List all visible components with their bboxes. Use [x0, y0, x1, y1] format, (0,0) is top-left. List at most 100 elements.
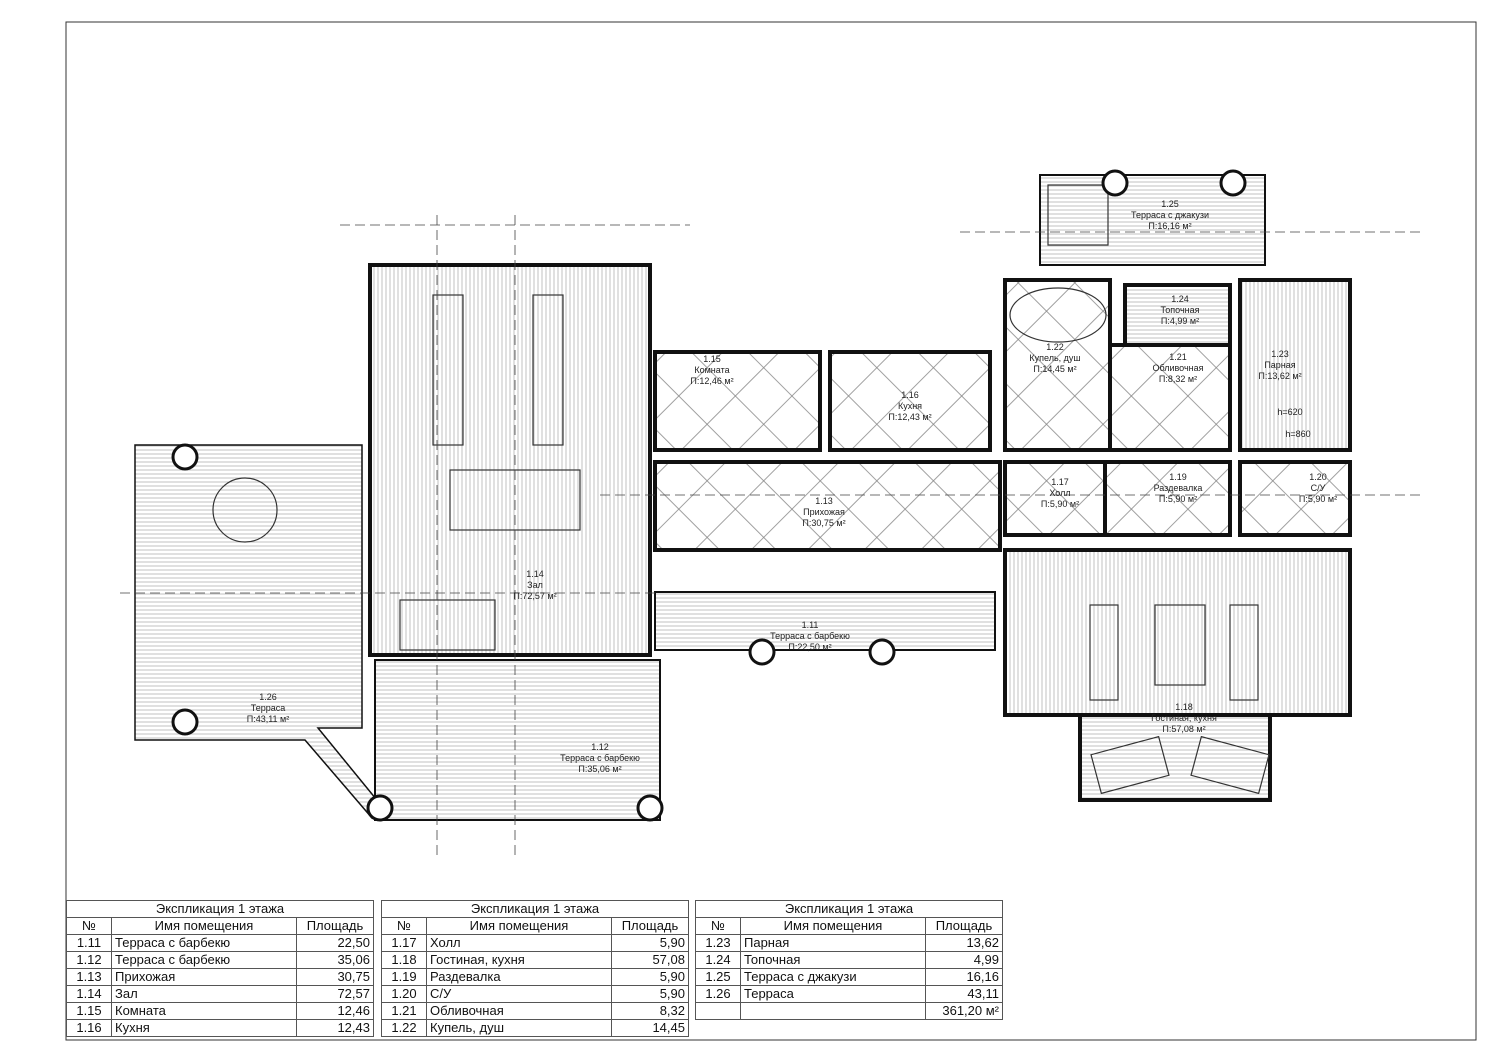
round-table: [212, 477, 278, 543]
bench-height-note: h=620: [1277, 407, 1302, 417]
room-1-15: [653, 350, 822, 452]
room-label-area: П:30,75 м²: [802, 518, 845, 528]
room-label-name: С/У: [1311, 483, 1326, 493]
room-label-name: Терраса с джакузи: [1131, 210, 1209, 220]
room-label-no: 1.19: [1169, 472, 1187, 482]
room-label-area: П:22,50 м²: [788, 642, 831, 652]
room-fills: [134, 174, 1352, 821]
cell: 1.14: [66, 985, 112, 1003]
room-label-area: П:5,90 м²: [1159, 494, 1197, 504]
bbq-grill: [399, 599, 496, 651]
room-label-name: Прихожая: [803, 507, 845, 517]
room-1-11: [654, 591, 996, 651]
column-header: Площадь: [925, 917, 1003, 935]
room-label-name: Терраса с барбекю: [770, 631, 850, 641]
cell: Купель, душ: [426, 1019, 612, 1037]
room-label-name: Раздевалка: [1154, 483, 1203, 493]
room-label-no: 1.12: [591, 742, 609, 752]
room-label-no: 1.16: [901, 390, 919, 400]
room-1-18-bay: [1078, 713, 1272, 802]
room-1-23: [1238, 278, 1352, 452]
room-label-name: Холл: [1049, 488, 1070, 498]
cell: Парная: [740, 934, 926, 952]
cell: 1.26: [695, 985, 741, 1003]
cell: 1.25: [695, 968, 741, 986]
room-label-area: П:35,06 м²: [578, 764, 621, 774]
drawing-frame: [65, 21, 1477, 1041]
room-label-name: Зал: [527, 580, 543, 590]
room-label-area: П:43,11 м²: [247, 714, 290, 724]
room-label-no: 1.17: [1051, 477, 1069, 487]
cell: 1.21: [381, 1002, 427, 1020]
room-label-area: П:8,32 м²: [1159, 374, 1197, 384]
room-label-name: Терраса с барбекю: [560, 753, 640, 763]
cell: С/У: [426, 985, 612, 1003]
cell: Терраса с барбекю: [111, 934, 297, 952]
column-header: Имя помещения: [426, 917, 612, 935]
cell: 1.23: [695, 934, 741, 952]
room-1-19: [1103, 460, 1232, 537]
room-label-no: 1.20: [1309, 472, 1327, 482]
column-header: №: [381, 917, 427, 935]
total-area: 361,20 м²: [925, 1002, 1003, 1020]
lounger: [1090, 735, 1170, 795]
room-label-name: Купель, душ: [1029, 353, 1080, 363]
cell: 35,06: [296, 951, 374, 969]
room-label-area: П:5,90 м²: [1299, 494, 1337, 504]
coffee-table: [1154, 604, 1206, 686]
cell: 5,90: [611, 985, 689, 1003]
room-1-12: [374, 659, 661, 821]
cell: 1.24: [695, 951, 741, 969]
sofa: [1089, 604, 1119, 701]
cell: 1.11: [66, 934, 112, 952]
room-label-no: 1.25: [1161, 199, 1179, 209]
room-label-name: Терраса: [251, 703, 286, 713]
cell: 14,45: [611, 1019, 689, 1037]
room-1-21: [1108, 343, 1232, 452]
room-1-20: [1238, 460, 1352, 537]
lounger: [1190, 735, 1270, 795]
room-label-no: 1.18: [1175, 702, 1193, 712]
room-label-no: 1.22: [1046, 342, 1064, 352]
room-1-13: [653, 460, 1002, 552]
jacuzzi: [1047, 184, 1109, 246]
cell: 43,11: [925, 985, 1003, 1003]
room-label-name: Топочная: [1160, 305, 1199, 315]
cell: Раздевалка: [426, 968, 612, 986]
cell: 1.20: [381, 985, 427, 1003]
cell: Терраса с барбекю: [111, 951, 297, 969]
cell: Обливочная: [426, 1002, 612, 1020]
cell: 12,43: [296, 1019, 374, 1037]
cell: 13,62: [925, 934, 1003, 952]
column-header: №: [66, 917, 112, 935]
cell: Прихожая: [111, 968, 297, 986]
room-label-no: 1.11: [802, 620, 819, 630]
room-label-no: 1.15: [703, 354, 721, 364]
room-label-area: П:12,46 м²: [690, 376, 733, 386]
cell: 5,90: [611, 968, 689, 986]
room-label-area: П:57,08 м²: [1162, 724, 1205, 734]
cell: Кухня: [111, 1019, 297, 1037]
columns: [171, 169, 1247, 822]
cell: Холл: [426, 934, 612, 952]
column-header: Имя помещения: [740, 917, 926, 935]
room-label-area: П:5,90 м²: [1041, 499, 1079, 509]
cell: 12,46: [296, 1002, 374, 1020]
room-1-24: [1123, 283, 1232, 347]
cell: 1.15: [66, 1002, 112, 1020]
cell: 1.22: [381, 1019, 427, 1037]
cell: 1.18: [381, 951, 427, 969]
room-1-26: [134, 444, 387, 819]
cell: 16,16: [925, 968, 1003, 986]
cell: 1.19: [381, 968, 427, 986]
